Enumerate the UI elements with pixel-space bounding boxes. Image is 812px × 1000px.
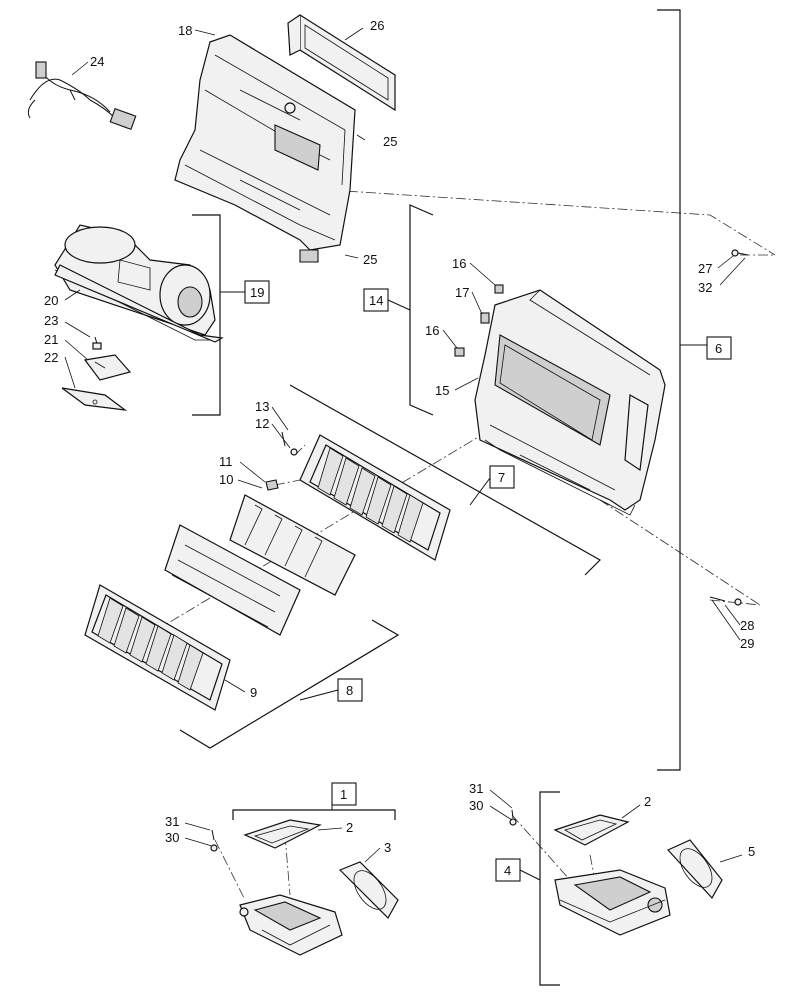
callout-32: 32 bbox=[698, 280, 712, 295]
callout-24: 24 bbox=[90, 54, 104, 69]
grille-7 bbox=[299, 434, 451, 561]
callout-6: 6 bbox=[715, 341, 722, 356]
callout-30-right: 30 bbox=[469, 798, 483, 813]
grille-9 bbox=[84, 584, 231, 711]
blower-assembly-20 bbox=[54, 224, 224, 343]
callout-26: 26 bbox=[370, 18, 384, 33]
bracket-4 bbox=[539, 791, 560, 986]
callout-20: 20 bbox=[44, 293, 58, 308]
callout-28: 28 bbox=[740, 618, 754, 633]
leader-lines bbox=[64, 27, 746, 863]
hardware-21-22-23 bbox=[61, 336, 132, 411]
callout-31-right: 31 bbox=[469, 781, 483, 796]
louver-panels bbox=[164, 479, 356, 636]
box-6 bbox=[706, 336, 732, 360]
callout-16-lower: 16 bbox=[425, 323, 439, 338]
bracket-14 bbox=[409, 204, 434, 416]
callout-4: 4 bbox=[504, 863, 511, 878]
callout-11: 11 bbox=[219, 454, 233, 469]
bracket-8 bbox=[179, 619, 400, 749]
callout-25-upper: 25 bbox=[383, 134, 397, 149]
screws-12-13 bbox=[281, 431, 298, 456]
bracket-7 bbox=[289, 384, 601, 576]
upper-housing-18 bbox=[174, 34, 356, 263]
bracket-6 bbox=[657, 9, 681, 771]
callout-12: 12 bbox=[255, 416, 269, 431]
callout-2-right: 2 bbox=[644, 794, 651, 809]
clips-16-17 bbox=[454, 284, 504, 357]
callout-27: 27 bbox=[698, 261, 712, 276]
callout-29: 29 bbox=[740, 636, 754, 651]
callout-16-upper: 16 bbox=[452, 256, 466, 271]
callout-labels: 18 26 24 25 25 20 23 21 22 16 17 16 15 1… bbox=[44, 18, 755, 859]
duct-assembly-4 bbox=[509, 809, 723, 936]
wiring-harness-24 bbox=[27, 61, 137, 131]
callout-1: 1 bbox=[340, 787, 347, 802]
callout-10: 10 bbox=[219, 472, 233, 487]
fasteners-27-32-28-29 bbox=[709, 249, 749, 606]
bracket-19 bbox=[192, 214, 221, 416]
box-8 bbox=[337, 678, 363, 702]
callout-2-left: 2 bbox=[346, 820, 353, 835]
callout-21: 21 bbox=[44, 332, 58, 347]
callout-7: 7 bbox=[498, 470, 505, 485]
callout-22: 22 bbox=[44, 350, 58, 365]
grille-9-vents bbox=[97, 597, 204, 691]
callout-13: 13 bbox=[255, 399, 269, 414]
box-19 bbox=[244, 280, 270, 304]
group-brackets bbox=[179, 9, 707, 986]
filter-frame-26 bbox=[287, 13, 396, 112]
callout-15: 15 bbox=[435, 383, 449, 398]
callout-30-left: 30 bbox=[165, 830, 179, 845]
bracket-1 bbox=[232, 809, 396, 820]
callout-31-left: 31 bbox=[165, 814, 179, 829]
main-housing-15 bbox=[474, 289, 666, 516]
callout-19: 19 bbox=[250, 285, 264, 300]
callout-5: 5 bbox=[748, 844, 755, 859]
callout-25-lower: 25 bbox=[363, 252, 377, 267]
callout-9: 9 bbox=[250, 685, 257, 700]
callout-18: 18 bbox=[178, 23, 192, 38]
box-4 bbox=[495, 858, 521, 882]
callout-3: 3 bbox=[384, 840, 391, 855]
duct-assembly-1 bbox=[210, 819, 399, 956]
box-7 bbox=[489, 465, 515, 489]
grille-7-vents bbox=[317, 447, 424, 543]
callout-8: 8 bbox=[346, 683, 353, 698]
callout-14: 14 bbox=[369, 293, 383, 308]
boxed-callouts: 19 14 6 7 8 1 4 bbox=[244, 280, 732, 882]
box-14 bbox=[363, 288, 389, 312]
callout-23: 23 bbox=[44, 313, 58, 328]
callout-17: 17 bbox=[455, 285, 469, 300]
box-1 bbox=[331, 782, 357, 806]
